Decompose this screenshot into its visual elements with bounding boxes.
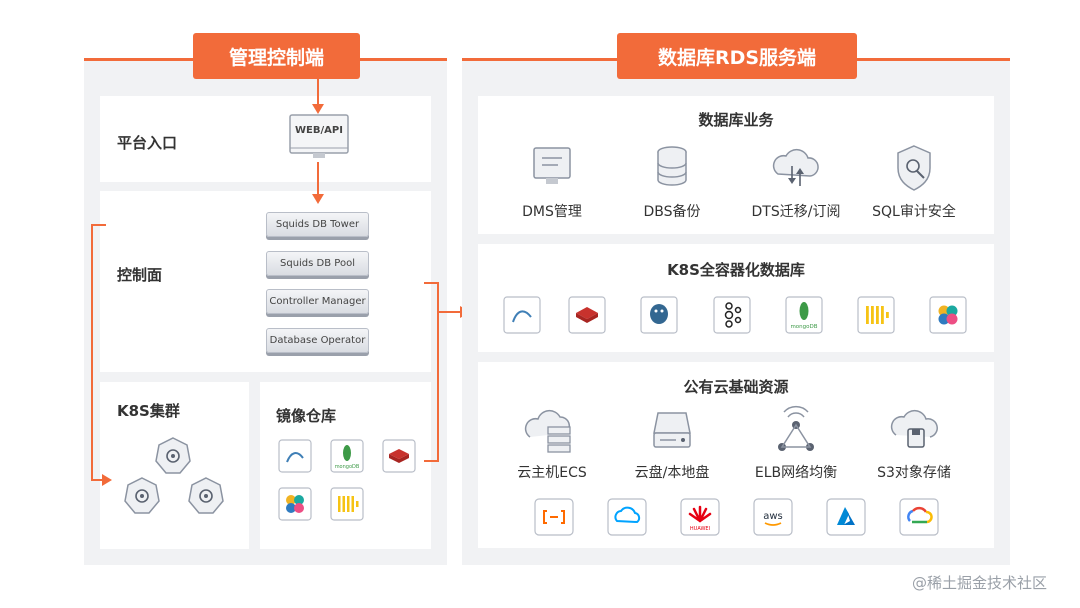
dbs-label: DBS备份 <box>643 204 701 220</box>
cloud-server-icon <box>524 409 571 453</box>
db-business-icons <box>533 145 931 191</box>
huawei-cloud-icon: HUAWEI <box>680 498 720 536</box>
cloud-sync-icon <box>772 148 819 186</box>
web-api-monitor-icon <box>289 114 349 160</box>
platform-entry-card <box>100 96 431 182</box>
redis-icon <box>382 439 416 473</box>
google-cloud-icon <box>899 498 939 536</box>
load-balancer-icon <box>778 405 814 451</box>
kubernetes-icon <box>155 437 191 474</box>
web-api-label: WEB/API <box>295 125 343 136</box>
aws-icon: aws <box>753 498 793 536</box>
image-repo-label: 镜像仓库 <box>276 407 337 425</box>
dts-label: DTS迁移/订阅 <box>751 204 841 220</box>
elastic-icon <box>278 487 312 521</box>
stack-database-operator: Database Operator <box>266 328 369 353</box>
k8s-cluster-icons <box>124 437 224 514</box>
disk-label: 云盘/本地盘 <box>634 465 710 481</box>
monitor-icon <box>533 147 571 184</box>
aliyun-icon <box>534 498 574 536</box>
elastic-icon <box>929 296 967 334</box>
svg-text:HUAWEI: HUAWEI <box>690 526 710 532</box>
tencent-cloud-icon <box>607 498 647 536</box>
mongodb-icon: mongoDB <box>330 439 364 473</box>
platform-entry-label: 平台入口 <box>117 134 178 152</box>
elb-label: ELB网络均衡 <box>754 465 838 481</box>
sql-audit-label: SQL审计安全 <box>872 204 956 220</box>
rds-title: 数据库RDS服务端 <box>617 33 857 79</box>
shield-search-icon <box>897 145 931 191</box>
svg-text:mongoDB: mongoDB <box>335 464 360 470</box>
k8s-db-engine-icons: mongoDB <box>503 296 967 334</box>
postgresql-icon <box>640 296 678 334</box>
redis-icon <box>568 296 606 334</box>
ecs-label: 云主机ECS <box>517 465 587 481</box>
cloud-base-icons <box>524 405 938 453</box>
disk-icon <box>653 412 691 448</box>
control-plane-label: 控制面 <box>117 266 163 284</box>
stack-squids-db-pool: Squids DB Pool <box>266 251 369 276</box>
dms-label: DMS管理 <box>522 204 582 220</box>
mysql-icon <box>503 296 541 334</box>
k8s-cluster-label: K8S集群 <box>117 402 180 420</box>
stack-squids-db-tower: Squids DB Tower <box>266 212 369 237</box>
image-repo-icons: mongoDB <box>278 439 416 521</box>
kafka-icon <box>713 296 751 334</box>
management-flow-arrows <box>91 79 471 486</box>
clickhouse-icon <box>330 487 364 521</box>
object-storage-icon <box>890 409 938 448</box>
cloud-base-title: 公有云基础资源 <box>683 378 789 396</box>
kubernetes-icon <box>124 477 160 514</box>
kubernetes-icon <box>188 477 224 514</box>
k8s-db-title: K8S全容器化数据库 <box>667 261 805 279</box>
clickhouse-icon <box>857 296 895 334</box>
svg-text:aws: aws <box>763 511 783 522</box>
watermark: @稀土掘金技术社区 <box>912 574 1048 592</box>
mongodb-icon: mongoDB <box>785 296 823 334</box>
db-business-title: 数据库业务 <box>698 111 774 129</box>
s3-label: S3对象存储 <box>877 465 951 481</box>
cloud-provider-icons: HUAWEI aws <box>534 498 939 536</box>
azure-icon <box>826 498 866 536</box>
stack-controller-manager: Controller Manager <box>266 289 369 314</box>
management-title: 管理控制端 <box>193 33 360 79</box>
mysql-icon <box>278 439 312 473</box>
database-backup-icon <box>657 146 687 186</box>
svg-text:mongoDB: mongoDB <box>790 324 817 330</box>
control-plane-card <box>100 191 431 372</box>
